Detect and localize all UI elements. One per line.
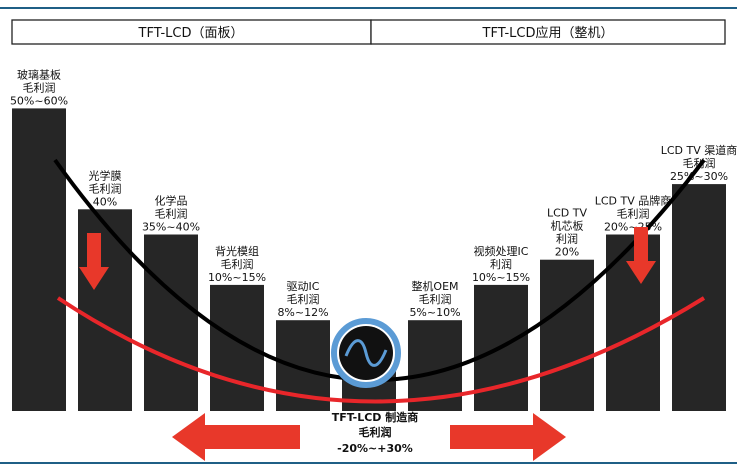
bar-label-5-line-2: 毛利润	[287, 292, 320, 306]
bar-label-11-line-2: 毛利润	[683, 156, 716, 170]
bar-label-9-line-1: LCD TV	[547, 207, 587, 220]
header-right-box	[370, 19, 726, 45]
bottom-label-line-3: -20%~+30%	[337, 442, 413, 455]
brand-logo-icon	[331, 318, 401, 388]
bar-label-11-line-3: 25%~30%	[670, 170, 728, 183]
bar-label-2-line-3: 40%	[93, 195, 117, 208]
bar-label-8-line-3: 10%~15%	[472, 271, 530, 284]
bar-label-7-line-3: 5%~10%	[409, 306, 460, 319]
bar-label-4-line-3: 10%~15%	[208, 271, 266, 284]
bar-label-9-line-2: 机芯板	[551, 219, 584, 233]
bar-label-3-line-1: 化学品	[155, 194, 188, 208]
down-arrow-right	[626, 227, 656, 284]
bar-label-10-line-1: LCD TV 品牌商	[595, 194, 672, 208]
bar-label-2-line-1: 光学膜	[89, 168, 122, 182]
bar-label-1-line-3: 50%~60%	[10, 94, 68, 107]
bar-label-10-line-2: 毛利润	[617, 207, 650, 221]
bar-label-9-line-3: 利润	[556, 232, 578, 246]
bar-label-1-line-2: 毛利润	[23, 80, 56, 94]
down-arrow-left	[79, 233, 109, 290]
arrow-left	[172, 413, 300, 461]
bar-label-3-line-3: 35%~40%	[142, 221, 200, 234]
bar-label-4-line-1: 背光模组	[215, 244, 259, 258]
bar-label-4-line-2: 毛利润	[221, 257, 254, 271]
bar-label-9-line-4: 20%	[555, 246, 579, 259]
bar-11	[672, 184, 726, 411]
bar-2	[78, 209, 132, 411]
header-right-label: TFT-LCD应用（整机）	[482, 25, 614, 41]
bar-label-3-line-2: 毛利润	[155, 207, 188, 221]
bar-3	[144, 234, 198, 411]
bottom-label-line-1: TFT-LCD 制造商	[332, 410, 419, 424]
bar-label-1-line-1: 玻璃基板	[17, 67, 61, 81]
bar-label-5-line-1: 驱动IC	[287, 280, 320, 293]
arrow-right	[450, 413, 566, 461]
bar-label-8-line-1: 视频处理IC	[474, 244, 529, 258]
bar-label-5-line-3: 8%~12%	[277, 306, 328, 319]
header-left-label: TFT-LCD（面板）	[138, 26, 244, 41]
bar-9	[540, 259, 594, 411]
bar-label-2-line-2: 毛利润	[89, 181, 122, 195]
header-bar: TFT-LCD（面板） TFT-LCD应用（整机）	[11, 19, 726, 45]
bar-labels-group: 玻璃基板毛利润50%~60%光学膜毛利润40%化学品毛利润35%~40%背光模组…	[10, 67, 737, 319]
red-margin-curve	[56, 296, 706, 404]
bar-1	[12, 108, 66, 412]
bar-label-11-line-1: LCD TV 渠道商	[661, 143, 737, 157]
bottom-label-line-2: 毛利润	[359, 425, 392, 439]
bar-label-7-line-2: 毛利润	[419, 292, 452, 306]
bar-label-7-line-1: 整机OEM	[411, 279, 458, 293]
bar-label-8-line-2: 利润	[490, 257, 512, 271]
